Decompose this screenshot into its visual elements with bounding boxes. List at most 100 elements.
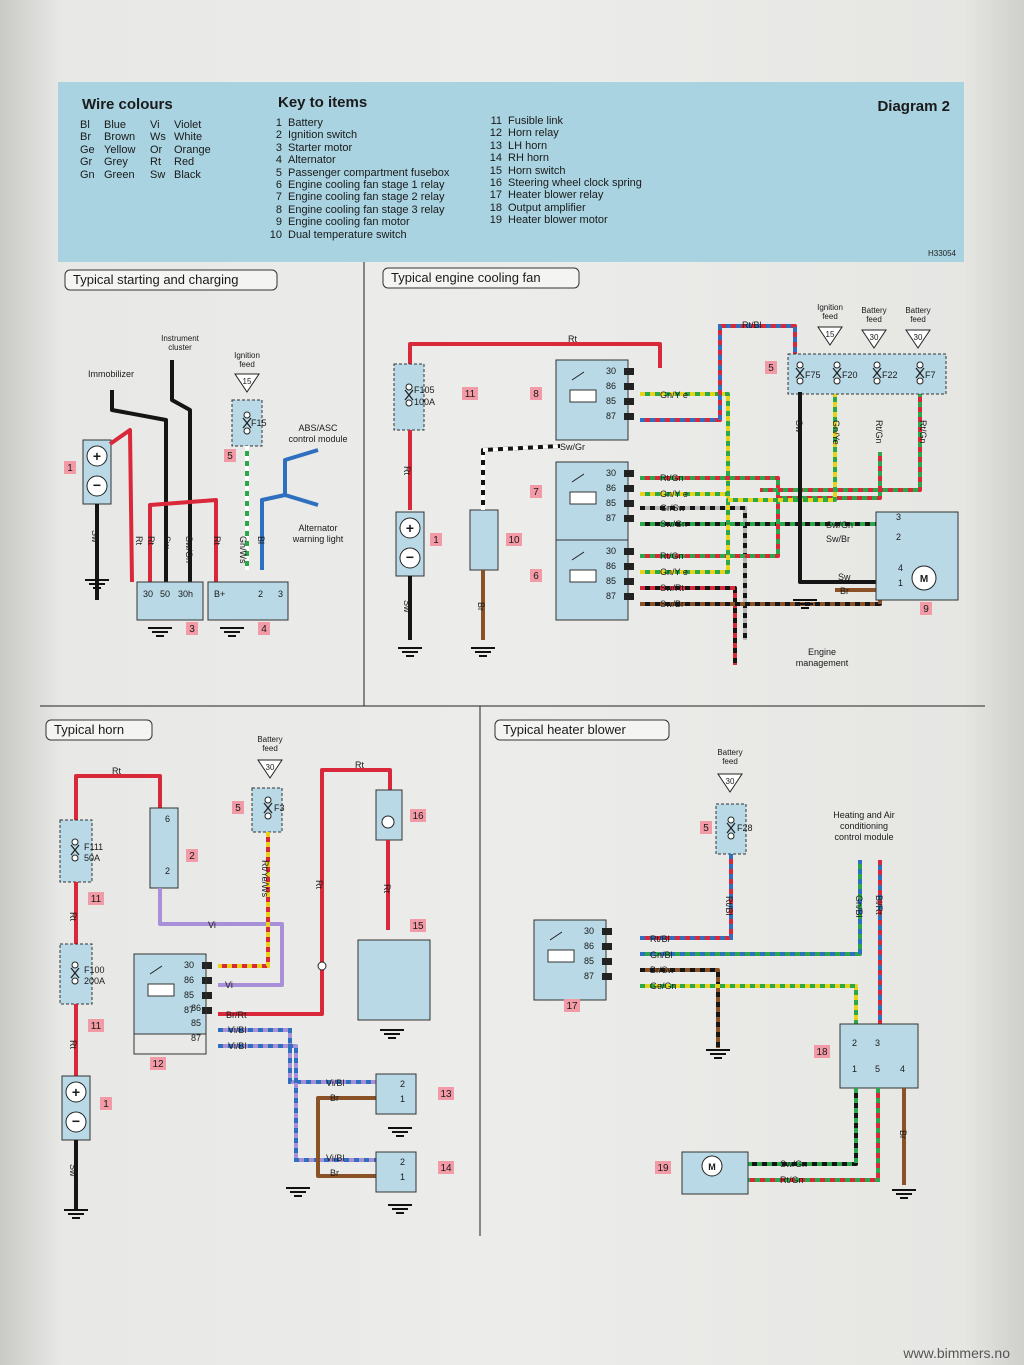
section-title-box	[45, 719, 153, 741]
relay-pin: 87	[606, 513, 616, 523]
fuse-label: F105	[414, 385, 435, 395]
item-number: 8	[533, 389, 539, 400]
fuse-label: F7	[925, 370, 936, 380]
relay-coil-icon	[147, 983, 175, 997]
relay-pin: 86	[191, 1003, 201, 1013]
feed-icon	[234, 373, 260, 393]
pin-connector	[624, 593, 634, 600]
wire-rtgn	[748, 1088, 880, 1182]
battery-minus: −	[406, 549, 414, 565]
item-number: 3	[189, 624, 195, 635]
item-tag	[88, 892, 104, 905]
wire-rtbl	[640, 324, 797, 422]
wire-swgn	[748, 1088, 858, 1166]
wire-label: Rt/Gn	[780, 1175, 804, 1185]
terminal-label: 30h	[178, 589, 193, 599]
item-number: 6	[533, 571, 539, 582]
item-number: 12	[152, 1059, 164, 1070]
wire-label: Sw/Gn	[184, 536, 194, 563]
feed-value: 30	[726, 777, 735, 786]
wire-label: Sw	[90, 530, 100, 543]
wire-label: Gn/Bl	[854, 895, 864, 918]
item-number: 17	[566, 1001, 578, 1012]
fuse-label: F111	[84, 842, 103, 852]
feed-icon	[861, 329, 887, 349]
item-tag	[410, 919, 426, 932]
fuse-label: F15	[251, 418, 267, 428]
wire-rtyews	[218, 832, 270, 968]
wire-label: Sw	[794, 420, 804, 433]
relay-pin: 30	[184, 960, 194, 970]
item-number: 5	[703, 823, 709, 834]
wire-bl	[260, 448, 319, 570]
wire-sw	[110, 390, 168, 582]
pin-connector	[624, 470, 634, 477]
relay-pin: 86	[584, 941, 594, 951]
relay-pin: 86	[184, 975, 194, 985]
wire-gnye	[640, 392, 730, 498]
wire-label: Vi/Bl	[326, 1153, 344, 1163]
item-tag	[462, 387, 478, 400]
section-title-box	[382, 267, 580, 289]
terminal-label: 30	[143, 589, 153, 599]
wire-vibl	[218, 1028, 380, 1084]
terminal-label: 3	[875, 1038, 880, 1048]
terminal-label: 2	[896, 532, 901, 542]
feed-icon	[257, 759, 283, 779]
item-tag	[564, 999, 580, 1012]
wire-sw	[170, 360, 192, 582]
wire-rt	[408, 342, 662, 368]
hvac-label: conditioning	[840, 821, 888, 831]
fuse-box	[393, 363, 425, 431]
wire-label: Rt	[314, 880, 324, 889]
wire-sw	[798, 392, 880, 584]
pin-connector	[202, 962, 212, 969]
fuse-icon	[71, 961, 79, 969]
wire-label: Sw/Br	[660, 599, 684, 609]
pin-connector	[624, 485, 634, 492]
item-number: 7	[533, 487, 539, 498]
terminal-label: 4	[898, 563, 903, 573]
wire-label: Bl/Rt	[874, 895, 884, 915]
wire-vibl	[218, 1044, 380, 1162]
battery-feed-label: feed	[910, 315, 926, 324]
item-number: 14	[440, 1163, 452, 1174]
pin-connector	[602, 973, 612, 980]
wire-label: Br	[898, 1130, 908, 1139]
fuse-icon	[404, 389, 414, 401]
terminal-label: 6	[165, 814, 170, 824]
item-tag	[100, 1097, 112, 1110]
relay-coil-icon	[569, 569, 597, 583]
wire-rtbl	[640, 854, 733, 940]
terminal-label: 2	[400, 1079, 405, 1089]
section-title-box	[494, 719, 670, 741]
item-tag	[64, 461, 76, 474]
wire-gegn	[640, 984, 858, 1025]
relay-pin: 30	[606, 468, 616, 478]
terminal-label: 2	[165, 866, 170, 876]
item-tag	[700, 821, 712, 834]
fuse-icon	[242, 417, 252, 429]
relay-box	[555, 359, 629, 441]
wire-label: Rt	[112, 766, 121, 776]
pin-connector	[624, 368, 634, 375]
wire-label: Vi/Bl	[326, 1078, 344, 1088]
battery-feed-label: Battery	[861, 306, 886, 315]
relay-pin: 87	[606, 591, 616, 601]
wire-swgr	[481, 444, 561, 510]
fuse-label: F22	[882, 370, 898, 380]
pin-connector	[624, 578, 634, 585]
wire-label: Sw/Gn	[780, 1159, 807, 1169]
terminal-label: 1	[898, 578, 903, 588]
